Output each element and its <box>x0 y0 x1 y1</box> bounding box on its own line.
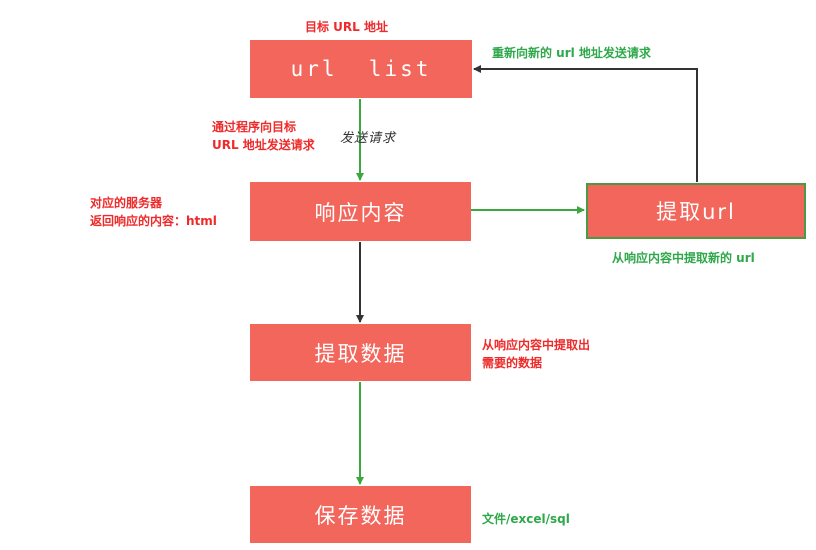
node-save-data: 保存数据 <box>250 486 471 543</box>
label-send-request: 发送请求 <box>340 131 397 146</box>
label-server-line2: 返回响应的内容：html <box>90 214 217 228</box>
label-program-request-line1: 通过程序向目标 <box>212 120 297 134</box>
label-target-url: 目标 URL 地址 <box>305 20 388 34</box>
label-extract-needed-line1: 从响应内容中提取出 <box>482 338 591 352</box>
label-server-line1: 对应的服务器 <box>90 196 163 210</box>
label-extract-new-url: 从响应内容中提取新的 url <box>612 251 755 265</box>
node-extract-url: 提取url <box>586 183 806 239</box>
label-extract-needed-line2: 需要的数据 <box>482 356 543 370</box>
node-extract-data: 提取数据 <box>250 324 471 381</box>
node-response-content: 响应内容 <box>250 182 471 241</box>
label-storage-types: 文件/excel/sql <box>482 512 570 526</box>
node-url-list: url list <box>250 40 472 98</box>
arrow-extract-url-to-url-list <box>473 65 698 182</box>
label-program-request-line2: URL 地址发送请求 <box>212 138 315 152</box>
label-resend-request: 重新向新的 url 地址发送请求 <box>492 46 651 60</box>
